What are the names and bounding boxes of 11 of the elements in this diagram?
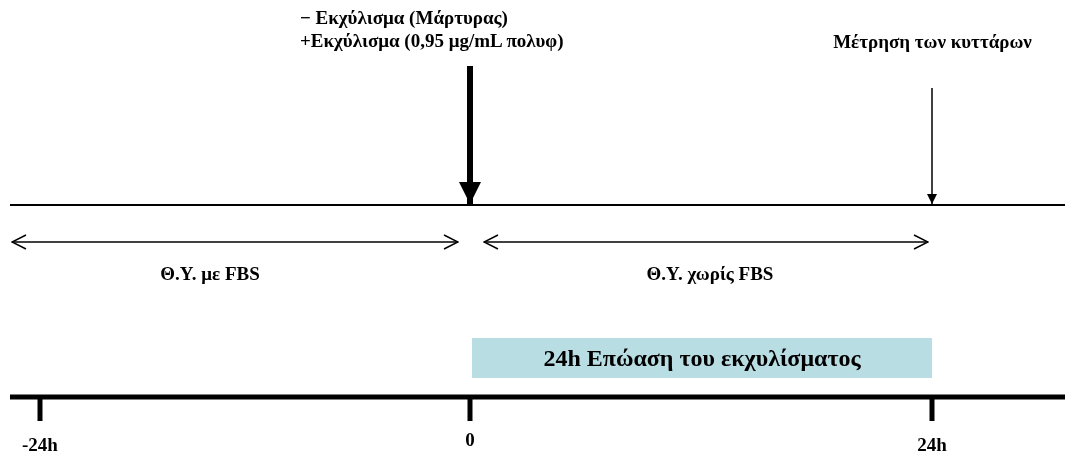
arrow	[459, 66, 481, 204]
treatment-note: − Εκχύλισμα (Μάρτυρας) +Εκχύλισμα (0,95 μg/mL πολυφ)	[300, 6, 640, 52]
arrow	[927, 87, 937, 205]
timeline-line	[10, 204, 1065, 206]
incubation-box: 24h Επώαση του εκχυλίσματος	[472, 338, 932, 378]
span-label: Θ.Υ. με FBS	[159, 262, 261, 285]
measurement-note: Μέτρηση των κυττάρων	[800, 30, 1065, 53]
tick-label: 24h	[916, 433, 948, 456]
tick-label: -24h	[21, 433, 59, 456]
tick-label: 0	[464, 428, 476, 451]
span-label: Θ.Υ. χωρίς FBS	[645, 262, 775, 285]
